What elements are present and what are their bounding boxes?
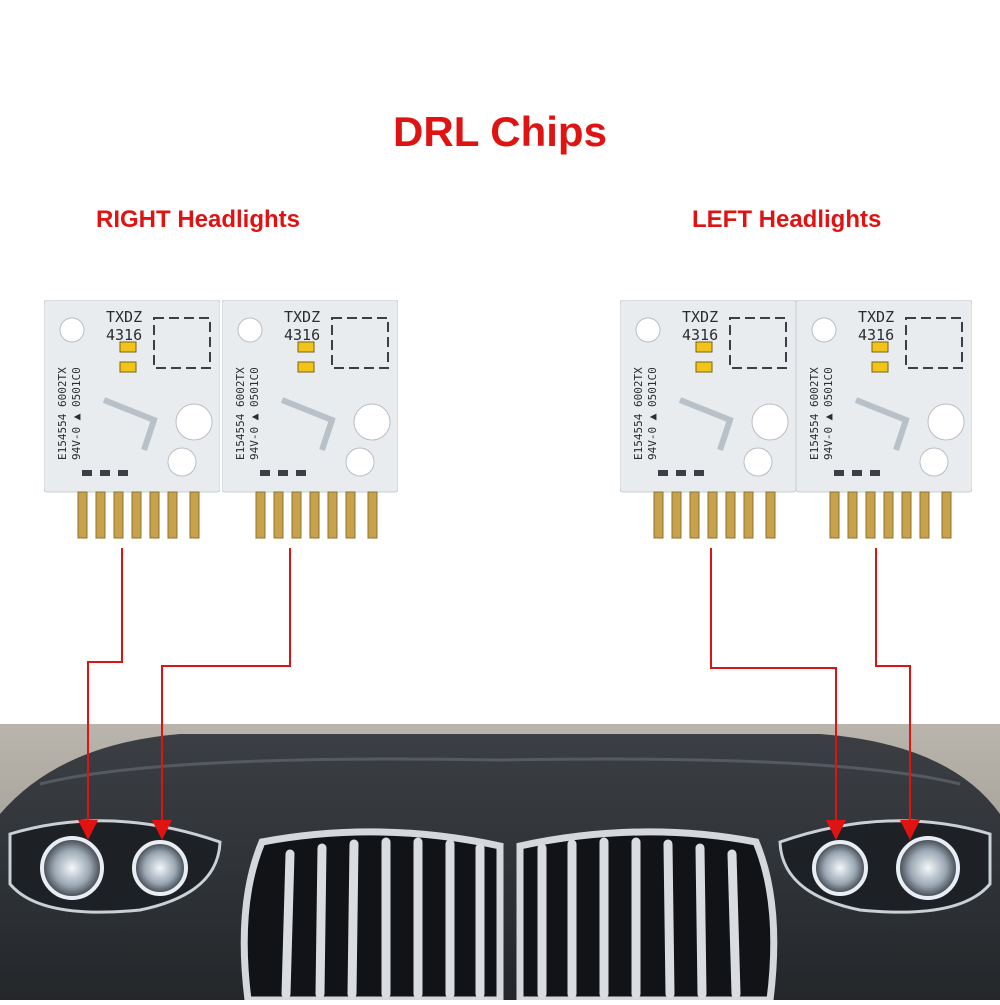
board-code-text: 4316	[682, 326, 718, 344]
board-side-text-1: E154554 6002TX	[808, 367, 821, 460]
left-headlights-label: LEFT Headlights	[692, 206, 882, 233]
board-code-text: 4316	[106, 326, 142, 344]
car-front-photo	[0, 724, 1000, 1004]
page-title: DRL Chips	[393, 108, 607, 155]
drl-chip-board-left-1: TXDZ 4316 E154554 6002TX 94V-0 ▲ 0501C0	[620, 300, 796, 540]
right-headlight	[8, 819, 222, 914]
kidney-grille	[240, 828, 778, 1004]
board-side-text-2: 94V-0 ▲ 0501C0	[646, 367, 659, 460]
board-side-text-1: E154554 6002TX	[56, 367, 69, 460]
drl-chip-board-left-2: TXDZ 4316 E154554 6002TX 94V-0 ▲ 0501C0	[796, 300, 972, 540]
drl-chip-board-right-2: TXDZ 4316 E154554 6002TX 94V-0 ▲ 0501C0	[222, 300, 398, 540]
board-side-text-2: 94V-0 ▲ 0501C0	[822, 367, 835, 460]
board-model-text: TXDZ	[106, 308, 142, 326]
board-model-text: TXDZ	[284, 308, 320, 326]
board-code-text: 4316	[284, 326, 320, 344]
board-code-text: 4316	[858, 326, 894, 344]
board-side-text-2: 94V-0 ▲ 0501C0	[70, 367, 83, 460]
right-headlights-label: RIGHT Headlights	[96, 206, 301, 233]
board-side-text-1: E154554 6002TX	[632, 367, 645, 460]
board-model-text: TXDZ	[858, 308, 894, 326]
board-side-text-1: E154554 6002TX	[234, 367, 247, 460]
board-model-text: TXDZ	[682, 308, 718, 326]
drl-chip-board-right-1: TXDZ 4316 E154554 6002TX 94V-0 ▲ 0501C0	[44, 300, 220, 540]
left-headlight	[778, 819, 992, 914]
board-side-text-2: 94V-0 ▲ 0501C0	[248, 367, 261, 460]
